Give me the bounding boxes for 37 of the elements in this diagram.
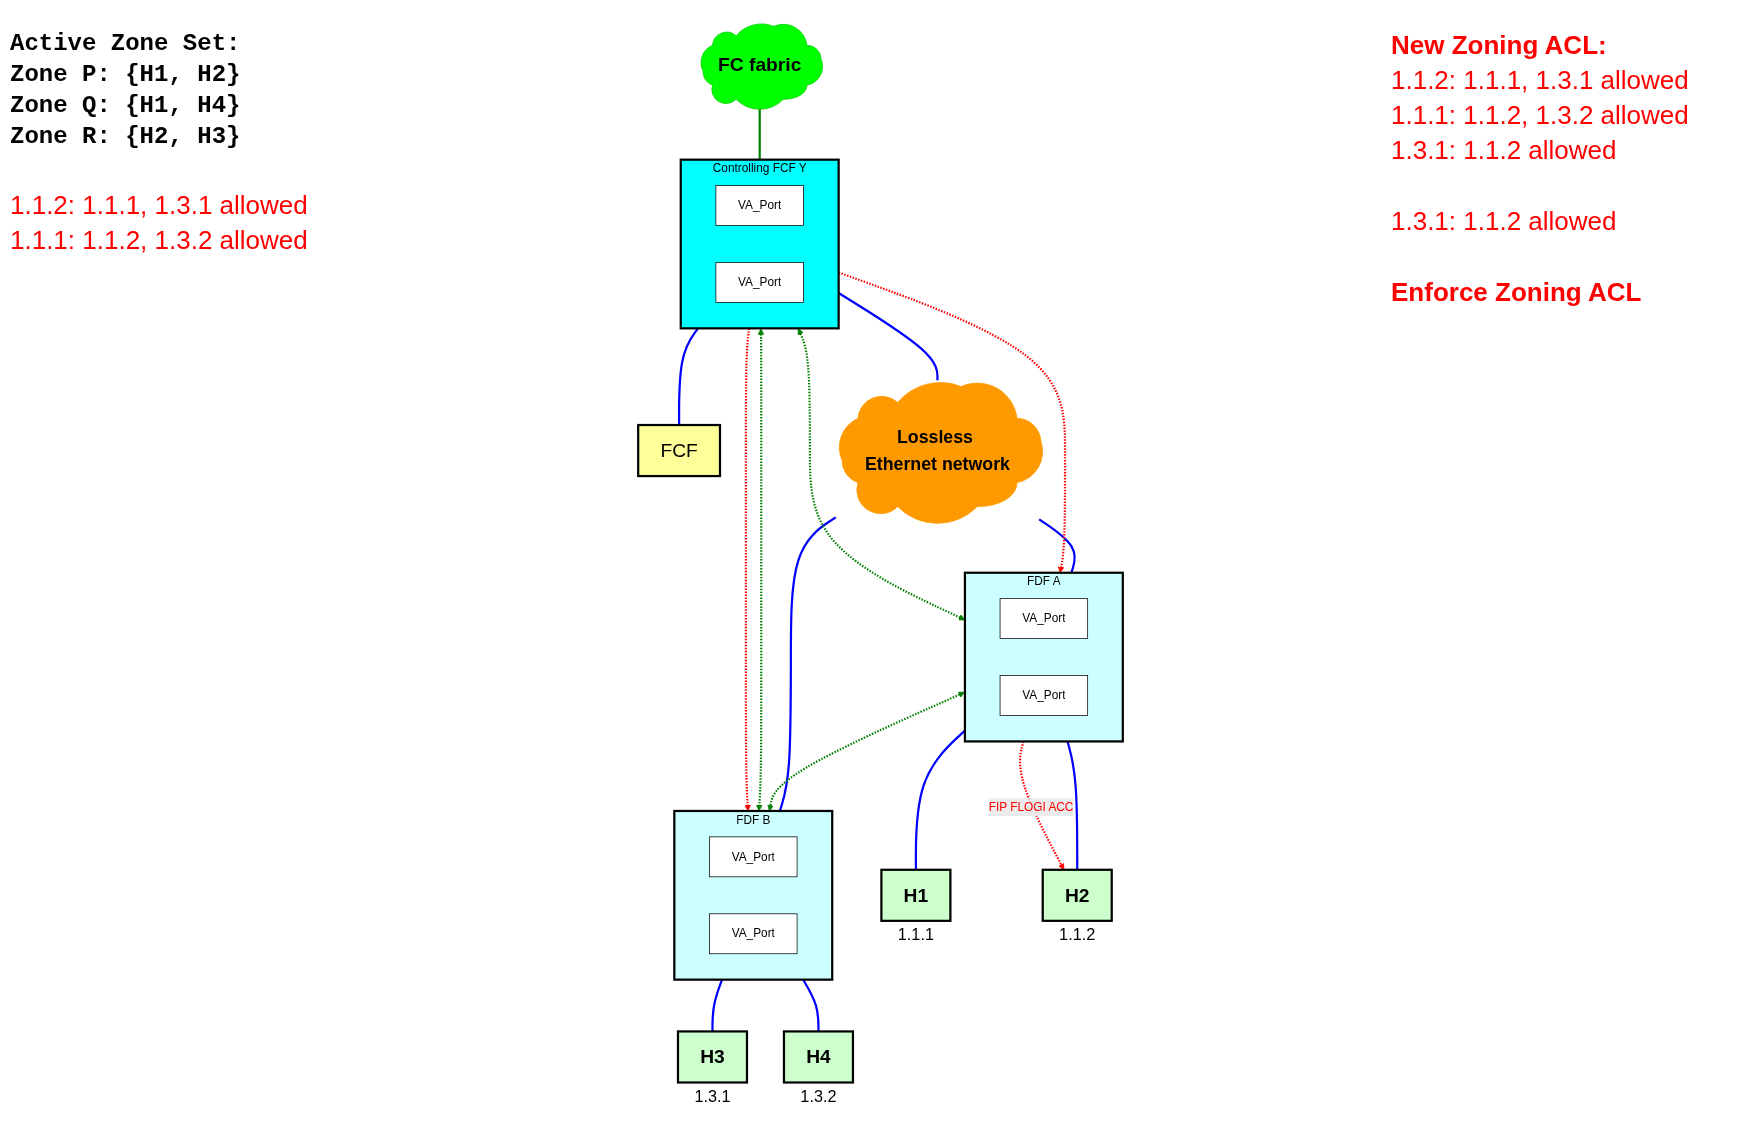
address-label: 1.1.1	[897, 924, 934, 943]
connector	[1038, 517, 1076, 573]
address-label: 1.1.2	[1059, 924, 1096, 943]
acl-note: 1.3.1: 1.1.2 allowed	[1391, 135, 1618, 166]
connector	[758, 107, 761, 160]
acl-note: Enforce Zoning ACL	[1391, 277, 1643, 308]
node-box: H1	[880, 868, 952, 922]
zone-set-text: Zone P: {H1, H2}	[10, 61, 242, 88]
arrow	[756, 327, 765, 811]
acl-note: 1.1.1: 1.1.2, 1.3.2 allowed	[1391, 100, 1690, 131]
node-box: FCF	[637, 423, 722, 477]
arrow	[767, 691, 965, 811]
acl-note: New Zoning ACL:	[1391, 30, 1608, 61]
zone-set-text: Zone Q: {H1, H4}	[10, 92, 242, 119]
edge-label: FIP FLOGI ACC	[988, 799, 1074, 813]
node-box: VA_Port	[709, 836, 798, 877]
connector	[838, 291, 939, 380]
acl-note: 1.1.1: 1.1.2, 1.3.2 allowed	[10, 225, 309, 256]
node-box: H3	[676, 1029, 749, 1084]
address-label: 1.3.1	[694, 1086, 731, 1105]
node-box: H4	[782, 1029, 855, 1084]
node-box: VA_Port	[715, 184, 804, 226]
zone-set-text: Zone R: {H2, H3}	[10, 123, 242, 150]
acl-note: 1.3.1: 1.1.2 allowed	[1391, 206, 1618, 237]
node-box: VA_Port	[999, 674, 1089, 716]
zone-set-text: Active Zone Set:	[10, 30, 242, 57]
node-box: H2	[1041, 868, 1113, 922]
connector	[1066, 740, 1079, 870]
node-box: VA_Port	[999, 597, 1089, 639]
connector	[678, 327, 699, 425]
acl-note: 1.1.2: 1.1.1, 1.3.1 allowed	[1391, 65, 1690, 96]
address-label: 1.3.2	[800, 1086, 837, 1105]
node-box: VA_Port	[709, 912, 798, 954]
arrow	[838, 270, 1067, 573]
acl-note: 1.1.2: 1.1.1, 1.3.1 allowed	[10, 190, 309, 221]
connector	[778, 515, 837, 811]
node-box: VA_Port	[715, 261, 804, 303]
